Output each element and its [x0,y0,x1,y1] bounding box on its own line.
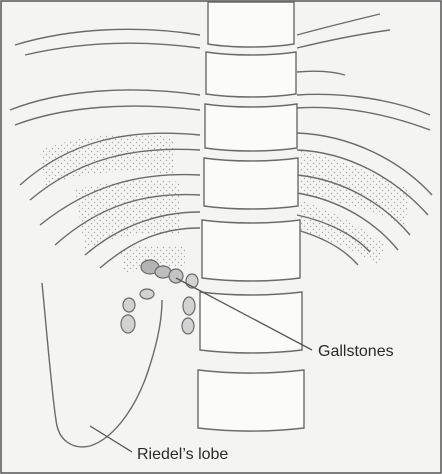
gallstone [123,298,135,312]
vertebra-6 [200,292,302,353]
vertebra-7 [198,370,304,431]
gallstone [183,297,195,315]
riedels-lobe-label: Riedel’s lobe [137,446,228,463]
gallstone [182,318,194,334]
vertebra-1 [208,2,294,47]
vertebra-3 [205,104,297,151]
gallstone [140,289,154,299]
gallstones-label: Gallstones [318,343,394,360]
vertebra-5 [202,220,300,281]
vertebra-4 [204,158,298,209]
gallstone [121,315,135,333]
vertebra-2 [206,52,296,97]
